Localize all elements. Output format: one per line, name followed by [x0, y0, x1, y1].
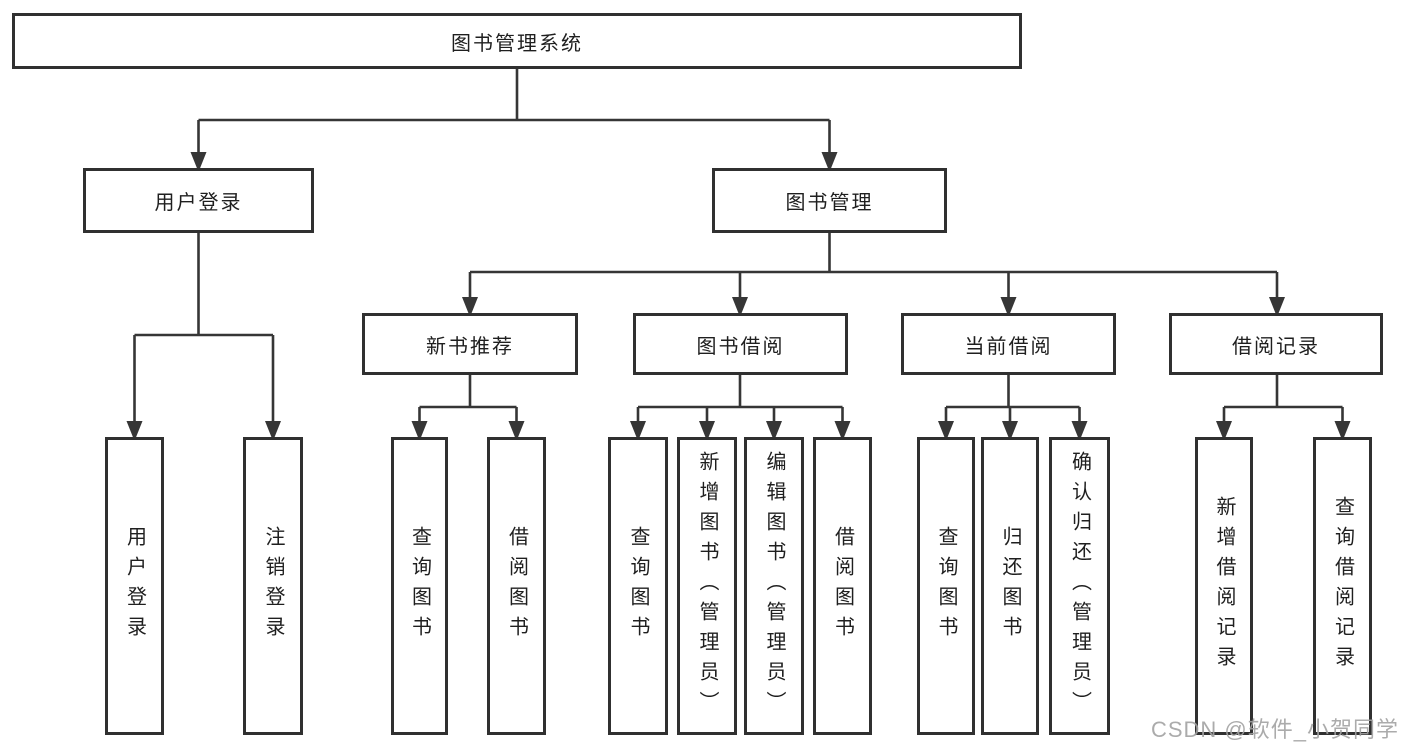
leaf-label: 查询图书 [627, 526, 649, 646]
connector-records-split [1222, 375, 1344, 422]
leaf-label: 新增借阅记录 [1213, 496, 1235, 676]
leaf-confirm-return-admin: 确认归还（管理员） [1049, 437, 1110, 735]
leaf-query-books-borrow: 查询图书 [608, 437, 668, 735]
connector-root-split [197, 69, 831, 153]
leaf-label: 查询图书 [935, 526, 957, 646]
node-new-book-rec: 新书推荐 [362, 313, 578, 375]
connector-newbook-split [418, 375, 518, 422]
leaf-label: 归还图书 [999, 526, 1021, 646]
leaf-label: 新增图书（管理员） [696, 451, 718, 721]
node-current-borrow: 当前借阅 [901, 313, 1116, 375]
connector-current-split [944, 375, 1081, 422]
leaf-query-books-newrec: 查询图书 [391, 437, 448, 735]
node-book-borrow: 图书借阅 [633, 313, 848, 375]
connector-user-split [133, 233, 275, 422]
node-borrow-records: 借阅记录 [1169, 313, 1383, 375]
node-book-mgmt: 图书管理 [712, 168, 947, 233]
node-user-login: 用户登录 [83, 168, 314, 233]
csdn-watermark: CSDN @软件_小贺同学 [1150, 717, 1399, 742]
leaf-label: 查询图书 [408, 526, 431, 646]
leaf-label: 编辑图书（管理员） [763, 451, 785, 721]
leaf-add-books-admin: 新增图书（管理员） [677, 437, 737, 735]
leaf-label: 查询借阅记录 [1331, 496, 1354, 676]
leaf-query-books-current: 查询图书 [917, 437, 975, 735]
leaf-query-borrow-record: 查询借阅记录 [1313, 437, 1372, 735]
leaf-edit-books-admin: 编辑图书（管理员） [744, 437, 804, 735]
leaf-label: 注销登录 [262, 526, 284, 646]
leaf-logout-login: 注销登录 [243, 437, 303, 735]
leaf-add-borrow-record: 新增借阅记录 [1195, 437, 1253, 735]
leaf-label: 借阅图书 [505, 526, 528, 646]
leaf-label: 用户登录 [123, 526, 146, 646]
arrowheads-mgmt-split [462, 297, 1285, 317]
leaf-borrow-books-newrec: 借阅图书 [487, 437, 546, 735]
leaf-return-books: 归还图书 [981, 437, 1039, 735]
leaf-borrow-books: 借阅图书 [813, 437, 872, 735]
connector-mgmt-split [468, 233, 1279, 298]
leaf-user-login: 用户登录 [105, 437, 164, 735]
leaf-label: 确认归还（管理员） [1068, 451, 1091, 721]
node-root-library-system: 图书管理系统 [12, 13, 1022, 69]
connector-borrow-split [636, 375, 844, 422]
leaf-label: 借阅图书 [831, 526, 854, 646]
